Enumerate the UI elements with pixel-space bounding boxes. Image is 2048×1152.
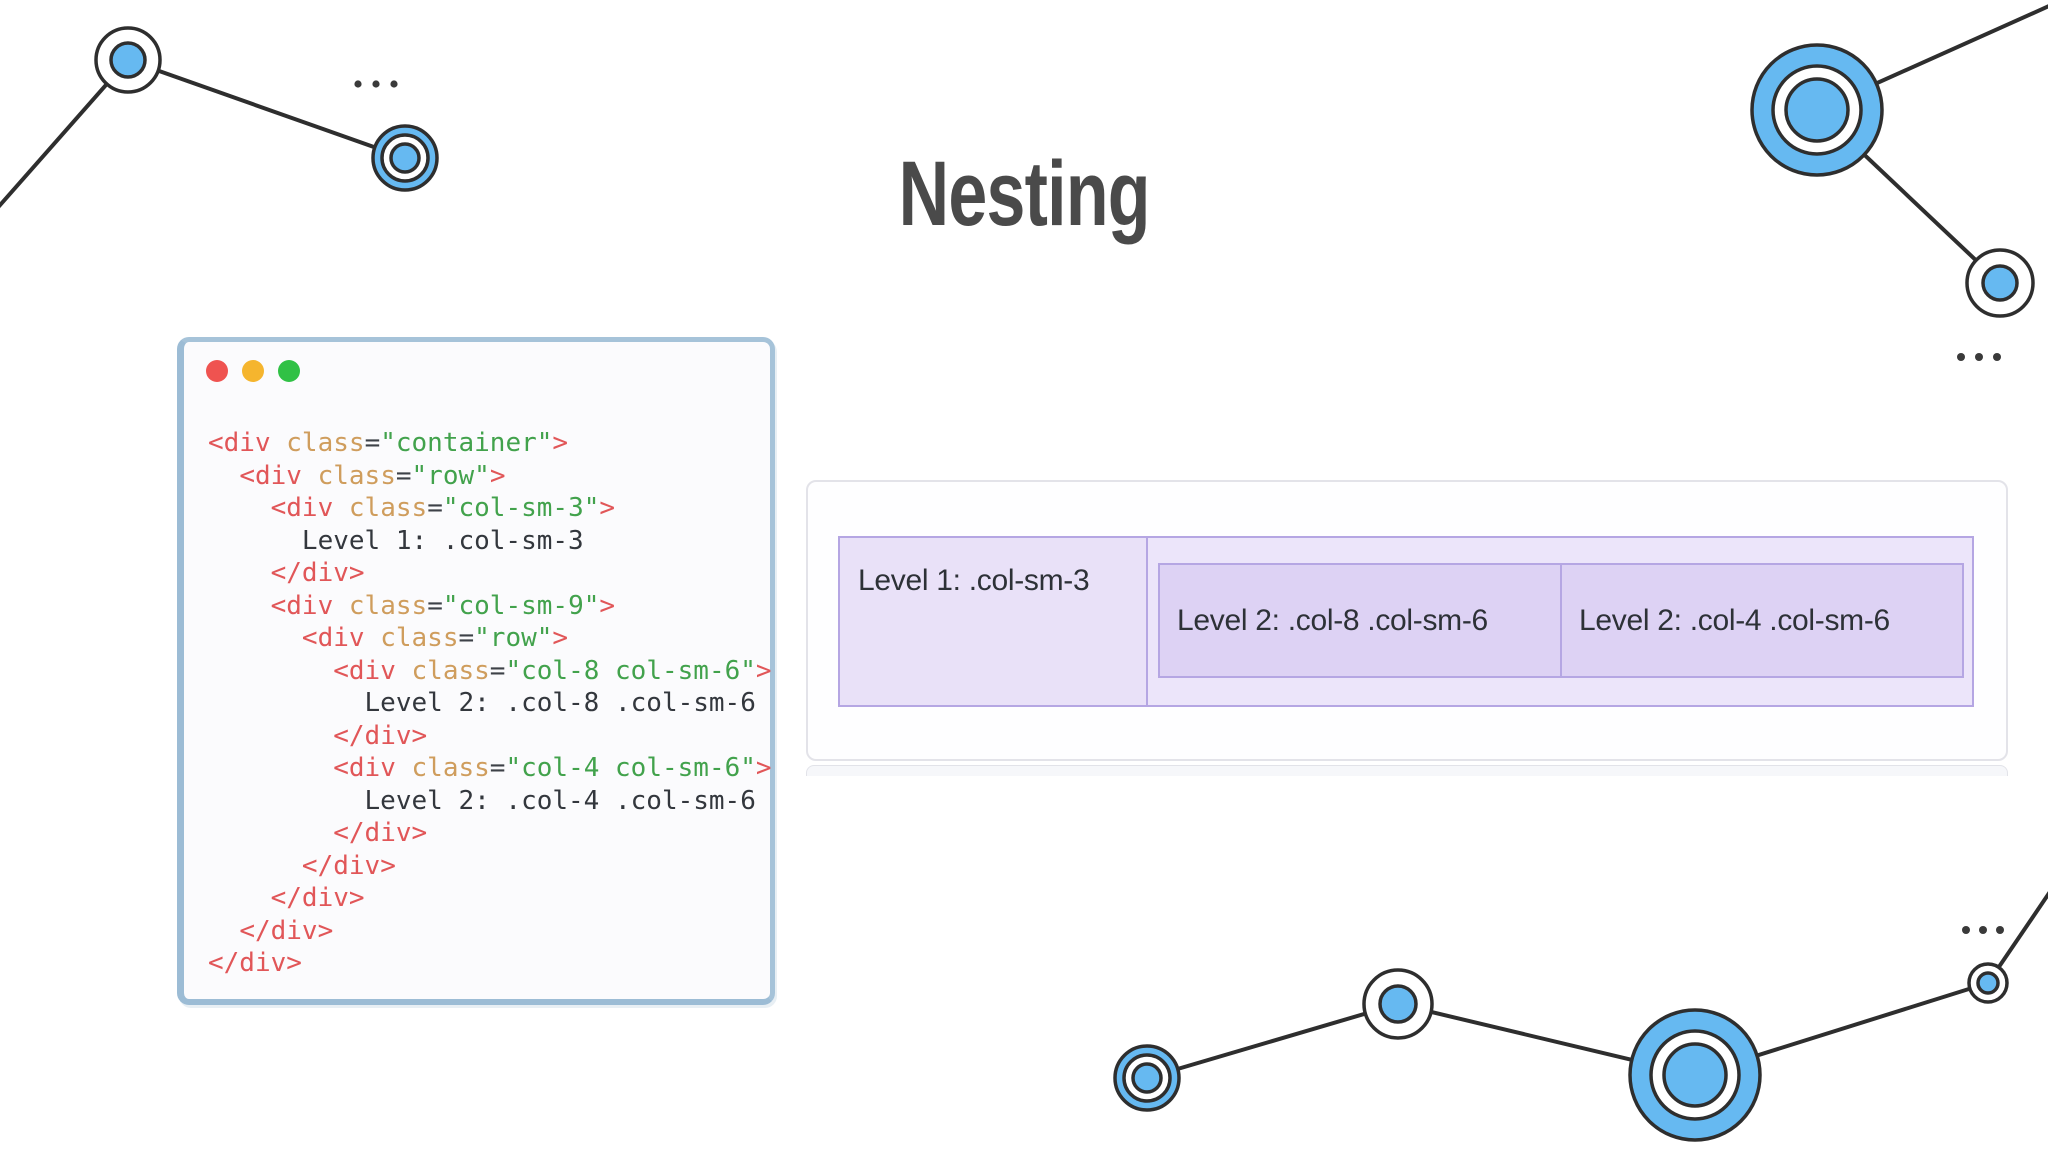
network-node-icon <box>371 124 439 192</box>
code-line: Level 2: .col-4 .col-sm-6 <box>208 785 756 816</box>
maximize-button-icon[interactable] <box>278 360 300 382</box>
network-node-icon <box>1750 43 1884 177</box>
code-line: Level 1: .col-sm-3 <box>208 525 584 556</box>
network-node-icon <box>1967 962 2009 1004</box>
grid-col-8-box: Level 2: .col-8 .col-sm-6 <box>1158 563 1562 678</box>
code-editor-window: <div class="container"> <div class="row"… <box>177 337 775 1005</box>
minimize-button-icon[interactable] <box>242 360 264 382</box>
code-line: </div> <box>301 850 396 881</box>
code-line: </div> <box>333 720 428 751</box>
grid-col-sm-3-box: Level 1: .col-sm-3 <box>838 536 1148 707</box>
three-dots-icon <box>1957 353 2001 361</box>
code-line: <div class="row"> <box>301 623 569 653</box>
code-line: </div> <box>208 948 302 978</box>
code-line: <div class="col-4 col-sm-6"> <box>333 753 772 783</box>
network-node-icon <box>1628 1008 1762 1142</box>
slide-title-area: Nesting <box>0 80 2048 308</box>
grid-col-4-label: Level 2: .col-4 .col-sm-6 <box>1579 603 1890 637</box>
code-line: </div> <box>333 818 428 848</box>
network-node-icon <box>94 26 162 94</box>
grid-col-8-label: Level 2: .col-8 .col-sm-6 <box>1177 603 1488 637</box>
grid-col-sm-3-label: Level 1: .col-sm-3 <box>858 564 1090 597</box>
code-block: <div class="container"> <div class="row"… <box>208 427 772 980</box>
three-dots-icon <box>1962 926 2004 934</box>
close-button-icon[interactable] <box>206 360 228 382</box>
next-card-edge <box>806 765 2008 776</box>
three-dots-icon <box>354 80 398 88</box>
network-node-icon <box>1362 968 1434 1040</box>
network-node-icon <box>1965 248 2035 318</box>
code-line: </div> <box>270 883 365 913</box>
network-lines-bottom-right <box>1146 891 2048 1080</box>
code-line: </div> <box>239 915 334 946</box>
code-line: </div> <box>270 558 365 588</box>
page-title: Nesting <box>898 142 1150 245</box>
code-line: <div class="row"> <box>239 460 506 491</box>
network-node-icon <box>1113 1044 1181 1112</box>
grid-col-4-box: Level 2: .col-4 .col-sm-6 <box>1560 563 1964 678</box>
code-line: <div class="col-sm-3"> <box>270 493 616 523</box>
code-line: <div class="col-sm-9"> <box>270 590 616 621</box>
code-line: <div class="col-8 col-sm-6"> <box>333 655 772 686</box>
code-line: Level 2: .col-8 .col-sm-6 <box>208 688 756 718</box>
network-lines-top-left <box>0 58 406 209</box>
window-controls <box>206 360 770 382</box>
code-line: <div class="container"> <box>208 428 569 458</box>
